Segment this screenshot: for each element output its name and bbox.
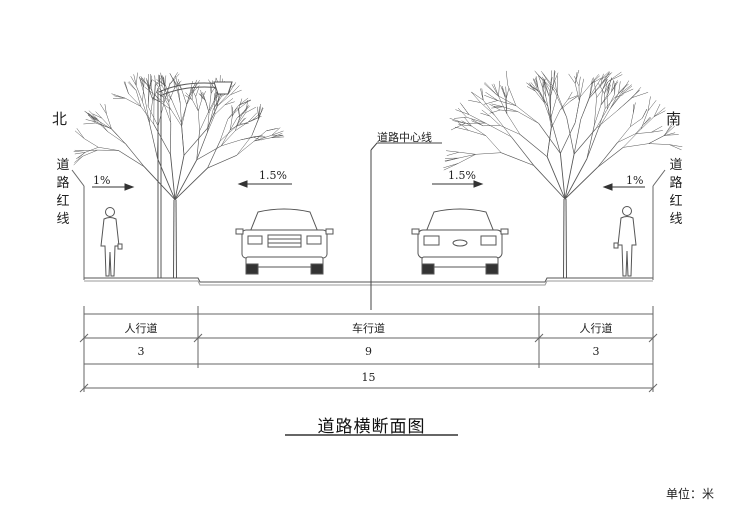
slope-label-left-sidewalk: 1% bbox=[93, 174, 111, 187]
dimension-lines bbox=[80, 306, 657, 392]
arrow-right-icon bbox=[473, 180, 484, 188]
slope-arrows bbox=[92, 180, 645, 191]
segment-name-right-sidewalk: 人行道 bbox=[579, 322, 613, 335]
centerline-marker bbox=[371, 143, 442, 310]
south-label: 南 bbox=[666, 110, 682, 128]
unit-label: 单位：米 bbox=[666, 487, 715, 501]
red-line-leader-left bbox=[72, 170, 84, 186]
road-surface bbox=[84, 278, 653, 285]
slope-label-left-lane: 1.5% bbox=[259, 169, 287, 182]
slope-label-right-sidewalk: 1% bbox=[626, 174, 644, 187]
segment-name-left-sidewalk: 人行道 bbox=[124, 322, 158, 335]
segment-width-right-sidewalk: 3 bbox=[592, 345, 600, 358]
car-rear-icon bbox=[412, 209, 508, 274]
red-line-label-right: 道路红线 bbox=[669, 158, 683, 227]
street-lamp-icon bbox=[158, 82, 232, 278]
arrow-left-icon bbox=[237, 180, 248, 188]
arrow-left-icon bbox=[602, 183, 613, 191]
segment-name-carriageway: 车行道 bbox=[352, 322, 385, 335]
pedestrian-icon bbox=[101, 208, 122, 277]
red-line-leader-right bbox=[653, 170, 665, 186]
car-front-icon bbox=[236, 209, 333, 274]
total-width: 15 bbox=[361, 371, 376, 384]
arrow-right-icon bbox=[124, 183, 135, 191]
slope-label-right-lane: 1.5% bbox=[448, 169, 476, 182]
segment-width-left-sidewalk: 3 bbox=[137, 345, 145, 358]
drawing-title: 道路横断面图 bbox=[317, 417, 426, 437]
centerline-label: 道路中心线 bbox=[377, 131, 432, 144]
north-label: 北 bbox=[52, 110, 68, 128]
segment-width-carriageway: 9 bbox=[365, 345, 372, 358]
pedestrian-icon bbox=[614, 207, 636, 277]
red-line-label-left: 道路红线 bbox=[56, 158, 70, 227]
tree-icon bbox=[443, 70, 682, 278]
